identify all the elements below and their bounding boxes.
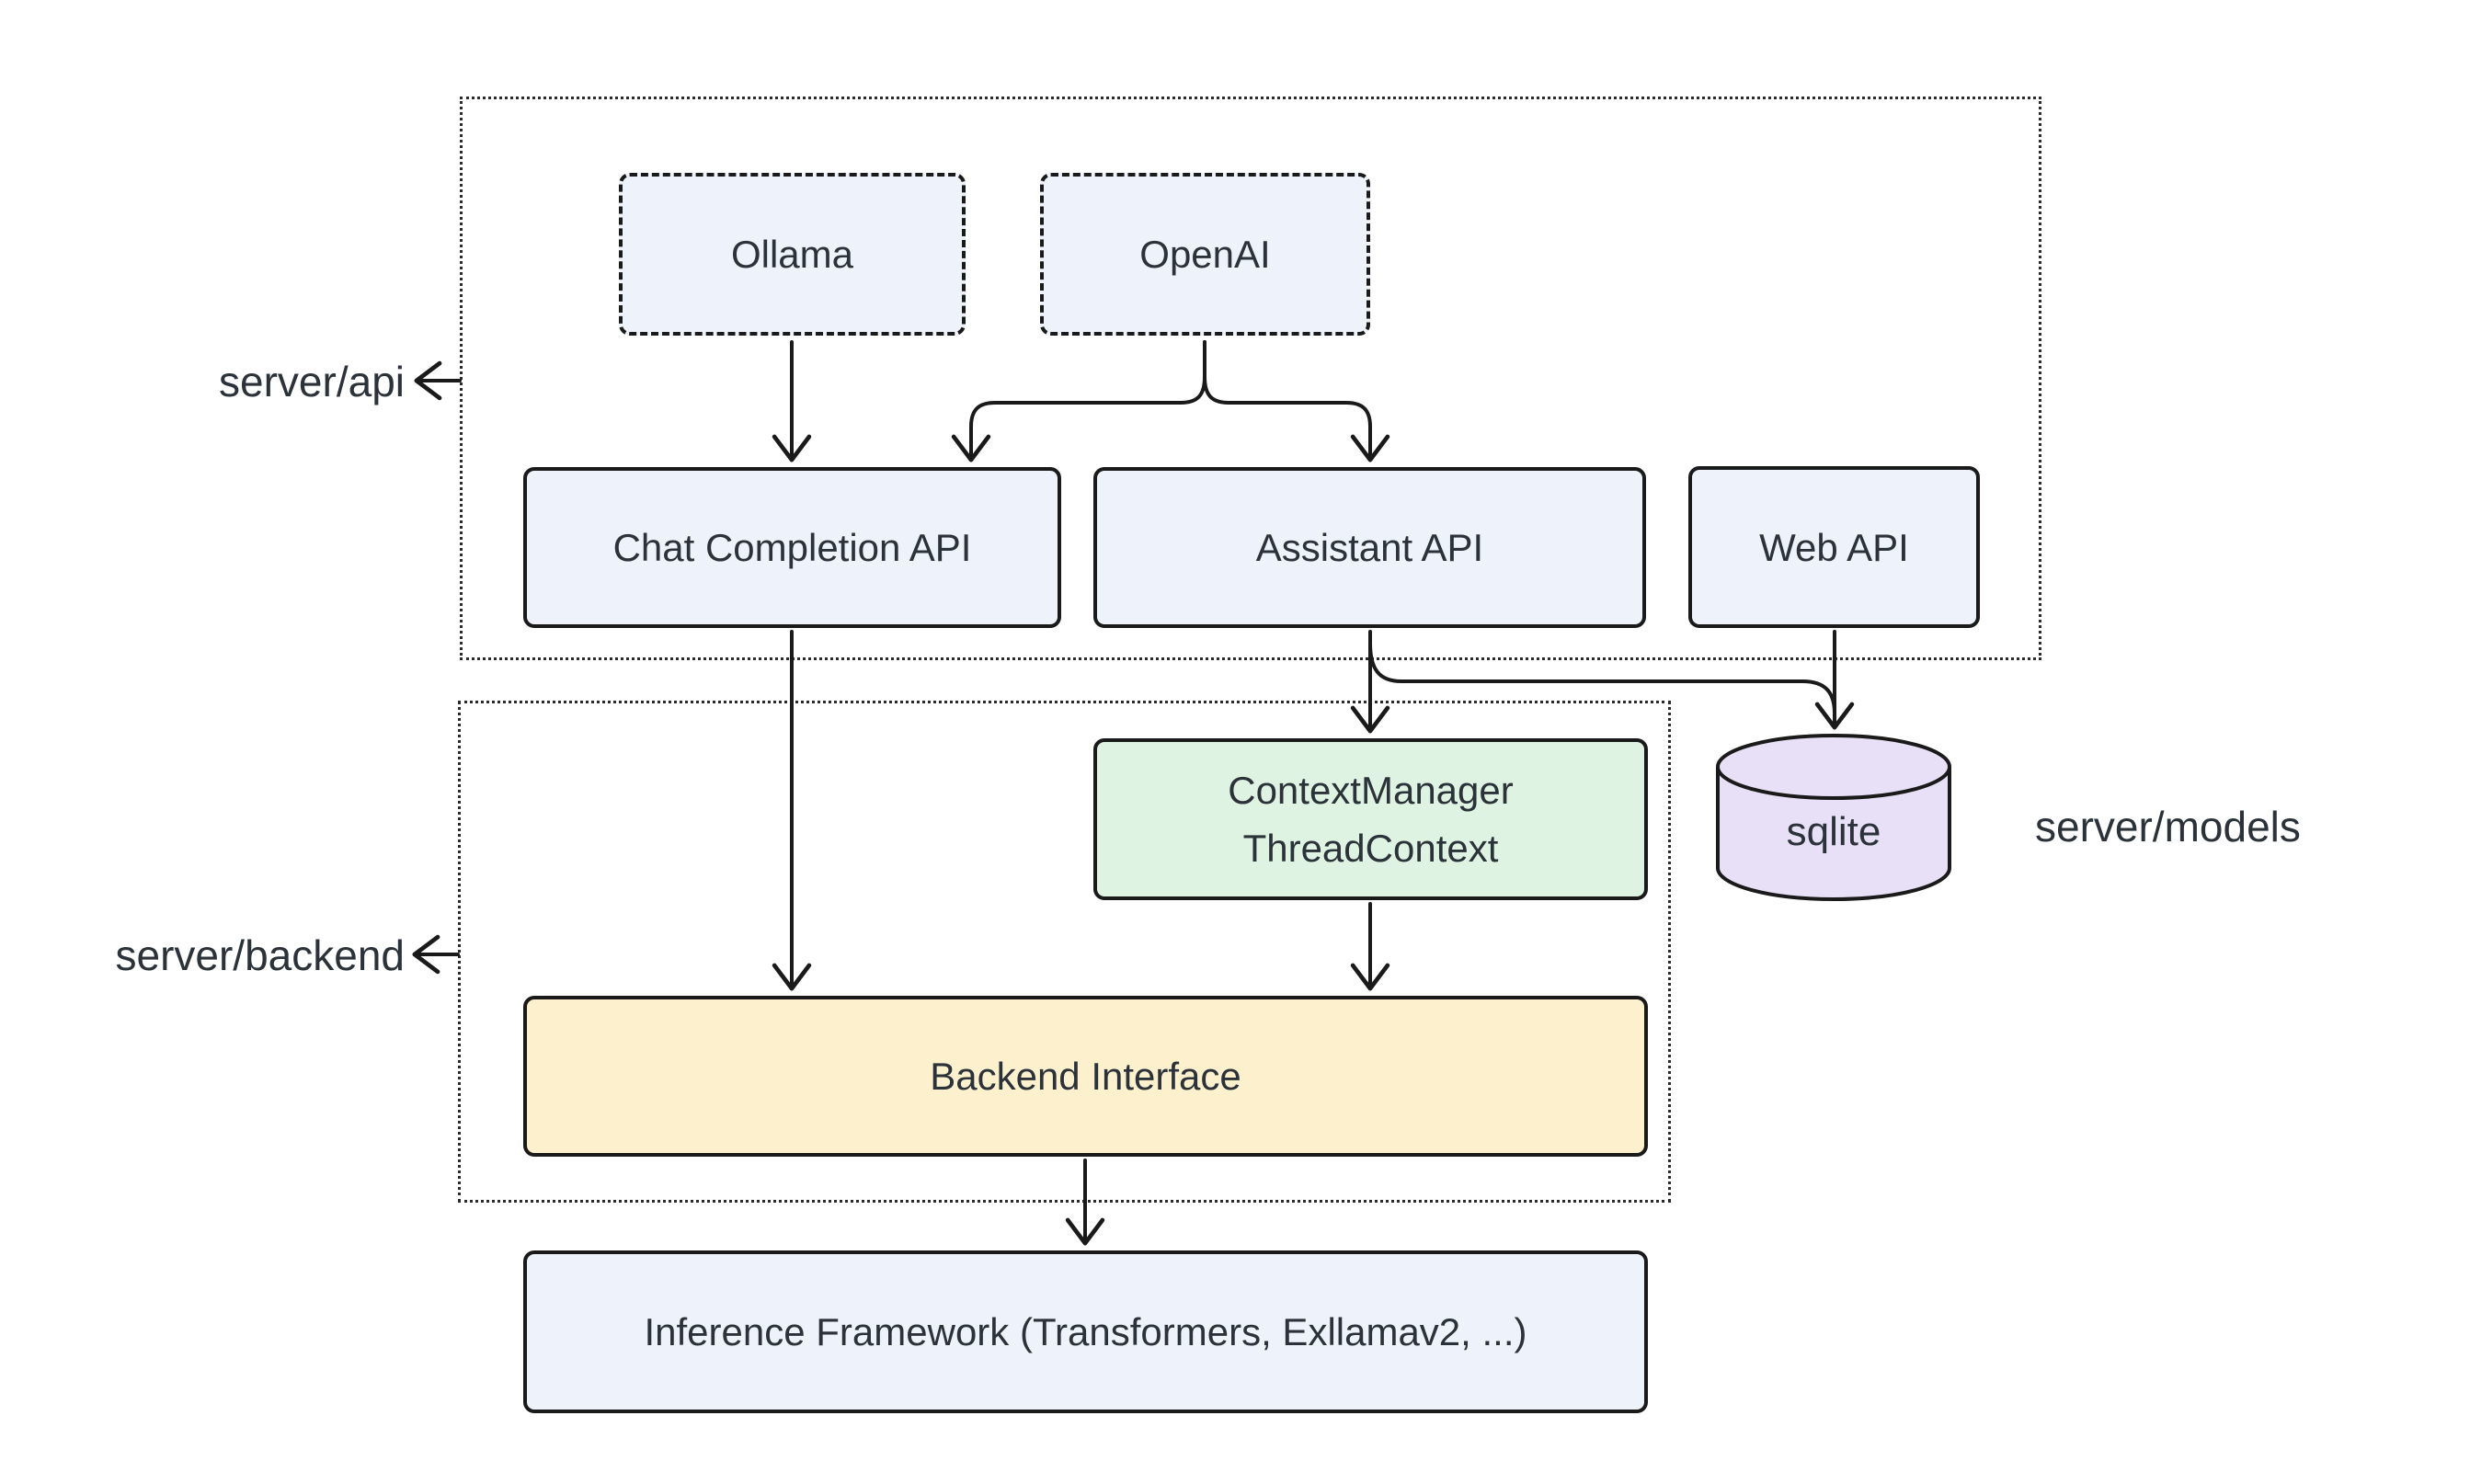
- node-web-api-label: Web API: [1759, 525, 1909, 569]
- node-inference-framework-label: Inference Framework (Transformers, Exlla…: [644, 1310, 1527, 1353]
- sqlite-label-text: sqlite: [1786, 809, 1881, 854]
- server-backend-group-label: server/backend: [115, 931, 406, 979]
- server-api-group-label: server/api: [219, 358, 405, 405]
- node-openai-label: OpenAI: [1139, 233, 1271, 276]
- node-inference-framework: Inference Framework (Transformers, Exlla…: [523, 1250, 1648, 1413]
- node-chat-completion-api: Chat Completion API: [523, 467, 1061, 628]
- node-assistant-api: Assistant API: [1093, 467, 1646, 628]
- node-ollama: Ollama: [619, 173, 966, 336]
- node-backend-interface: Backend Interface: [523, 996, 1648, 1157]
- node-chat-completion-api-label: Chat Completion API: [612, 526, 972, 569]
- sqlite-label: sqlite: [1718, 793, 1950, 872]
- node-assistant-api-label: Assistant API: [1255, 526, 1484, 569]
- edge-assistant-branch-to-sqlite: [1368, 642, 1836, 715]
- node-context-manager-label-line2: ThreadContext: [1242, 827, 1499, 870]
- server-models-group-label: server/models: [2035, 803, 2301, 850]
- node-context-manager: ContextManager ThreadContext: [1093, 738, 1648, 900]
- node-web-api: Web API: [1688, 466, 1980, 628]
- server-api-group-border: [460, 97, 2041, 660]
- edge-openai-to-assistant: [1203, 340, 1390, 462]
- node-backend-interface-label: Backend Interface: [930, 1055, 1241, 1098]
- edge-openai-to-chat-completion: [951, 340, 1206, 462]
- node-context-manager-label-line1: ContextManager: [1228, 769, 1514, 812]
- node-ollama-label: Ollama: [730, 233, 854, 276]
- sqlite-cylinder-body: [1716, 767, 1951, 901]
- sqlite-cylinder: [1716, 734, 1951, 901]
- server-backend-group-border: [458, 701, 1671, 1203]
- sqlite-cylinder-top: [1716, 734, 1951, 800]
- node-openai: OpenAI: [1040, 173, 1370, 336]
